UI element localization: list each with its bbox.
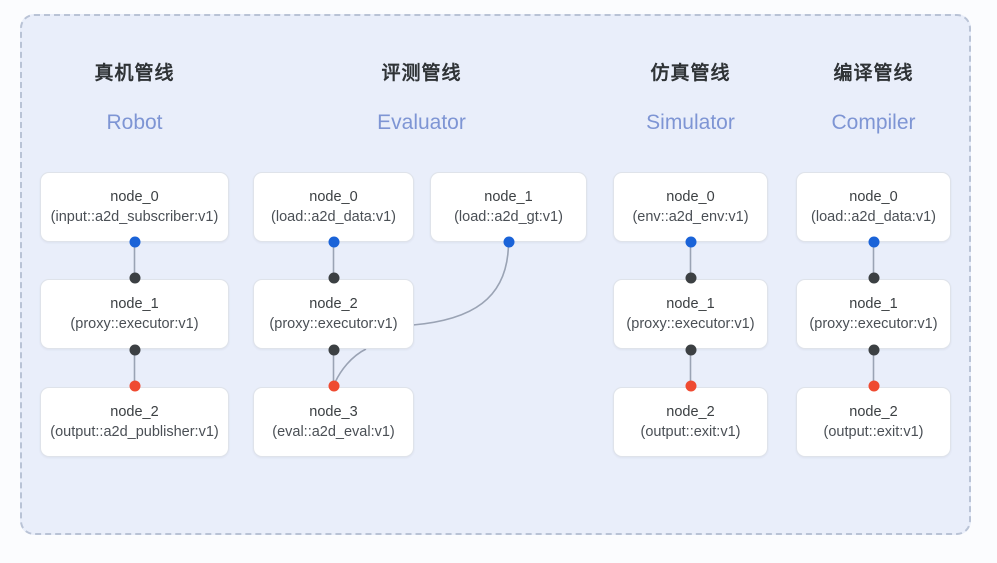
port-input-compiler-1[interactable] bbox=[868, 272, 879, 284]
port-output-evaluator-0[interactable] bbox=[328, 236, 339, 248]
node-spec: (proxy::executor:v1) bbox=[269, 316, 398, 332]
node-compiler-2[interactable]: node_2 (output::exit:v1) bbox=[796, 387, 951, 457]
node-name: node_1 bbox=[666, 296, 715, 312]
port-output-evaluator-gt[interactable] bbox=[503, 236, 514, 248]
node-name: node_3 bbox=[309, 404, 358, 420]
node-name: node_1 bbox=[110, 296, 159, 312]
node-robot-1[interactable]: node_1 (proxy::executor:v1) bbox=[40, 279, 229, 349]
node-spec: (load::a2d_gt:v1) bbox=[454, 209, 563, 225]
node-name: node_0 bbox=[666, 189, 715, 205]
port-input-robot-1[interactable] bbox=[129, 272, 140, 284]
node-spec: (proxy::executor:v1) bbox=[70, 316, 199, 332]
port-input-simulator-1[interactable] bbox=[685, 272, 696, 284]
node-evaluator-0[interactable]: node_0 (load::a2d_data:v1) bbox=[253, 172, 414, 242]
port-output-compiler-0[interactable] bbox=[868, 236, 879, 248]
node-name: node_1 bbox=[849, 296, 898, 312]
node-compiler-0[interactable]: node_0 (load::a2d_data:v1) bbox=[796, 172, 951, 242]
node-name: node_2 bbox=[849, 404, 898, 420]
port-input-simulator-2[interactable] bbox=[685, 380, 696, 392]
port-output-simulator-0[interactable] bbox=[685, 236, 696, 248]
node-name: node_2 bbox=[666, 404, 715, 420]
node-spec: (output::exit:v1) bbox=[823, 424, 924, 440]
node-spec: (proxy::executor:v1) bbox=[809, 316, 938, 332]
node-robot-0[interactable]: node_0 (input::a2d_subscriber:v1) bbox=[40, 172, 229, 242]
port-input-evaluator-2[interactable] bbox=[328, 272, 339, 284]
port-input-evaluator-3[interactable] bbox=[328, 380, 339, 392]
node-name: node_0 bbox=[309, 189, 358, 205]
node-compiler-1[interactable]: node_1 (proxy::executor:v1) bbox=[796, 279, 951, 349]
node-simulator-1[interactable]: node_1 (proxy::executor:v1) bbox=[613, 279, 768, 349]
node-spec: (output::a2d_publisher:v1) bbox=[50, 424, 219, 440]
port-input-robot-2[interactable] bbox=[129, 380, 140, 392]
node-evaluator-3[interactable]: node_3 (eval::a2d_eval:v1) bbox=[253, 387, 414, 457]
node-name: node_2 bbox=[110, 404, 159, 420]
node-name: node_1 bbox=[484, 189, 533, 205]
node-spec: (eval::a2d_eval:v1) bbox=[272, 424, 395, 440]
node-spec: (input::a2d_subscriber:v1) bbox=[50, 209, 219, 225]
node-evaluator-gt[interactable]: node_1 (load::a2d_gt:v1) bbox=[430, 172, 587, 242]
node-simulator-2[interactable]: node_2 (output::exit:v1) bbox=[613, 387, 768, 457]
port-output-evaluator-2[interactable] bbox=[328, 344, 339, 356]
port-input-compiler-2[interactable] bbox=[868, 380, 879, 392]
node-name: node_0 bbox=[110, 189, 159, 205]
port-output-robot-1[interactable] bbox=[129, 344, 140, 356]
node-name: node_2 bbox=[309, 296, 358, 312]
node-spec: (env::a2d_env:v1) bbox=[632, 209, 749, 225]
node-name: node_0 bbox=[849, 189, 898, 205]
node-spec: (output::exit:v1) bbox=[640, 424, 741, 440]
node-spec: (load::a2d_data:v1) bbox=[811, 209, 936, 225]
node-robot-2[interactable]: node_2 (output::a2d_publisher:v1) bbox=[40, 387, 229, 457]
port-output-compiler-1[interactable] bbox=[868, 344, 879, 356]
node-simulator-0[interactable]: node_0 (env::a2d_env:v1) bbox=[613, 172, 768, 242]
node-evaluator-2[interactable]: node_2 (proxy::executor:v1) bbox=[253, 279, 414, 349]
node-spec: (proxy::executor:v1) bbox=[626, 316, 755, 332]
port-output-simulator-1[interactable] bbox=[685, 344, 696, 356]
node-spec: (load::a2d_data:v1) bbox=[271, 209, 396, 225]
port-output-robot-0[interactable] bbox=[129, 236, 140, 248]
